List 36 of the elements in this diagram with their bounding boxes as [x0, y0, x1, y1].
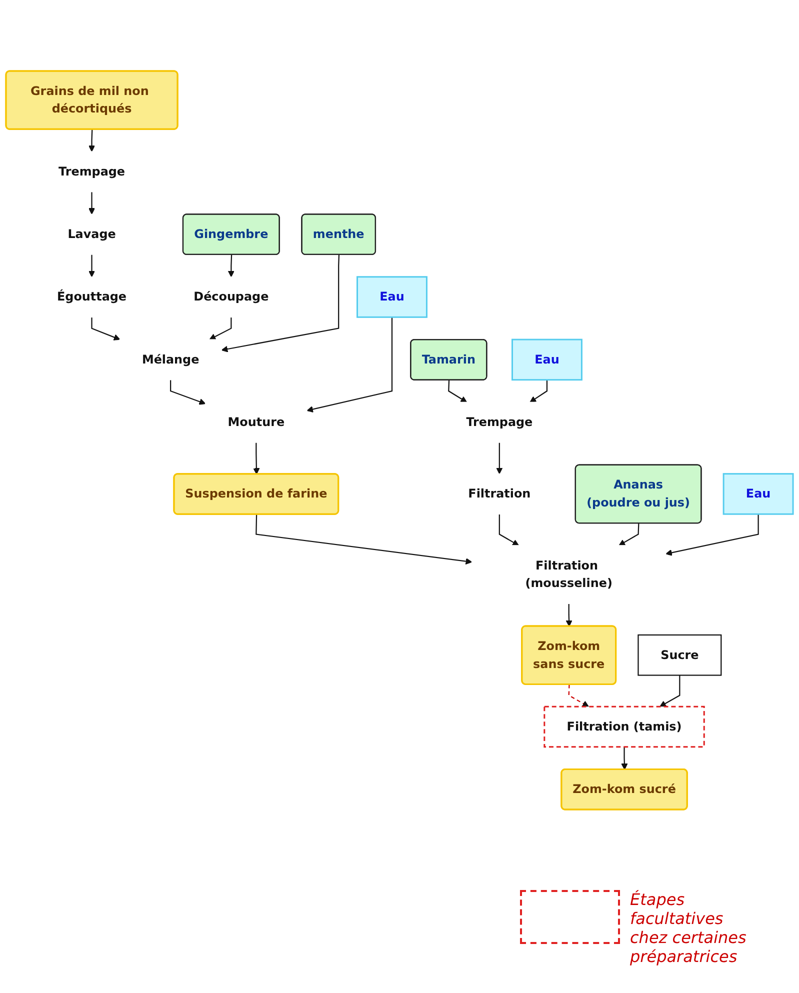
node-text: Trempage [58, 164, 126, 178]
legend-text: Étapes facultatives chez certaines préparatrices [630, 890, 748, 966]
node-text: Filtration [468, 486, 531, 500]
arrow [496, 442, 503, 474]
arrow [530, 380, 548, 402]
node-text: Mouture [228, 414, 285, 429]
node-text: Trempage [466, 414, 533, 429]
arrow [306, 316, 393, 412]
node-text: Découpage [194, 289, 269, 304]
arrow [209, 316, 232, 340]
arrow [568, 684, 589, 707]
arrow [666, 514, 759, 556]
node-box: Sucre [638, 634, 722, 676]
node-text: Filtration (mousseline) [525, 558, 612, 590]
node-box: Eau [722, 472, 794, 515]
node-text: Mélange [142, 352, 200, 366]
arrow [88, 129, 96, 152]
arrow [256, 514, 472, 564]
arrow [228, 254, 234, 277]
arrow [660, 675, 680, 707]
arrow [170, 380, 206, 405]
arrow [498, 514, 519, 546]
node-text: Égouttage [57, 289, 127, 304]
node-box: Eau [512, 338, 582, 380]
arrow [621, 746, 628, 770]
arrow [618, 523, 640, 546]
arrow [88, 254, 96, 277]
node-text: Lavage [68, 226, 116, 241]
node-box: Filtration (tamis) [544, 706, 705, 748]
arrow [566, 603, 572, 626]
node-box: Eau [356, 276, 428, 318]
arrow [253, 442, 260, 474]
arrow [448, 380, 468, 402]
arrow [221, 254, 340, 352]
arrow [88, 192, 96, 214]
arrow [91, 316, 120, 340]
